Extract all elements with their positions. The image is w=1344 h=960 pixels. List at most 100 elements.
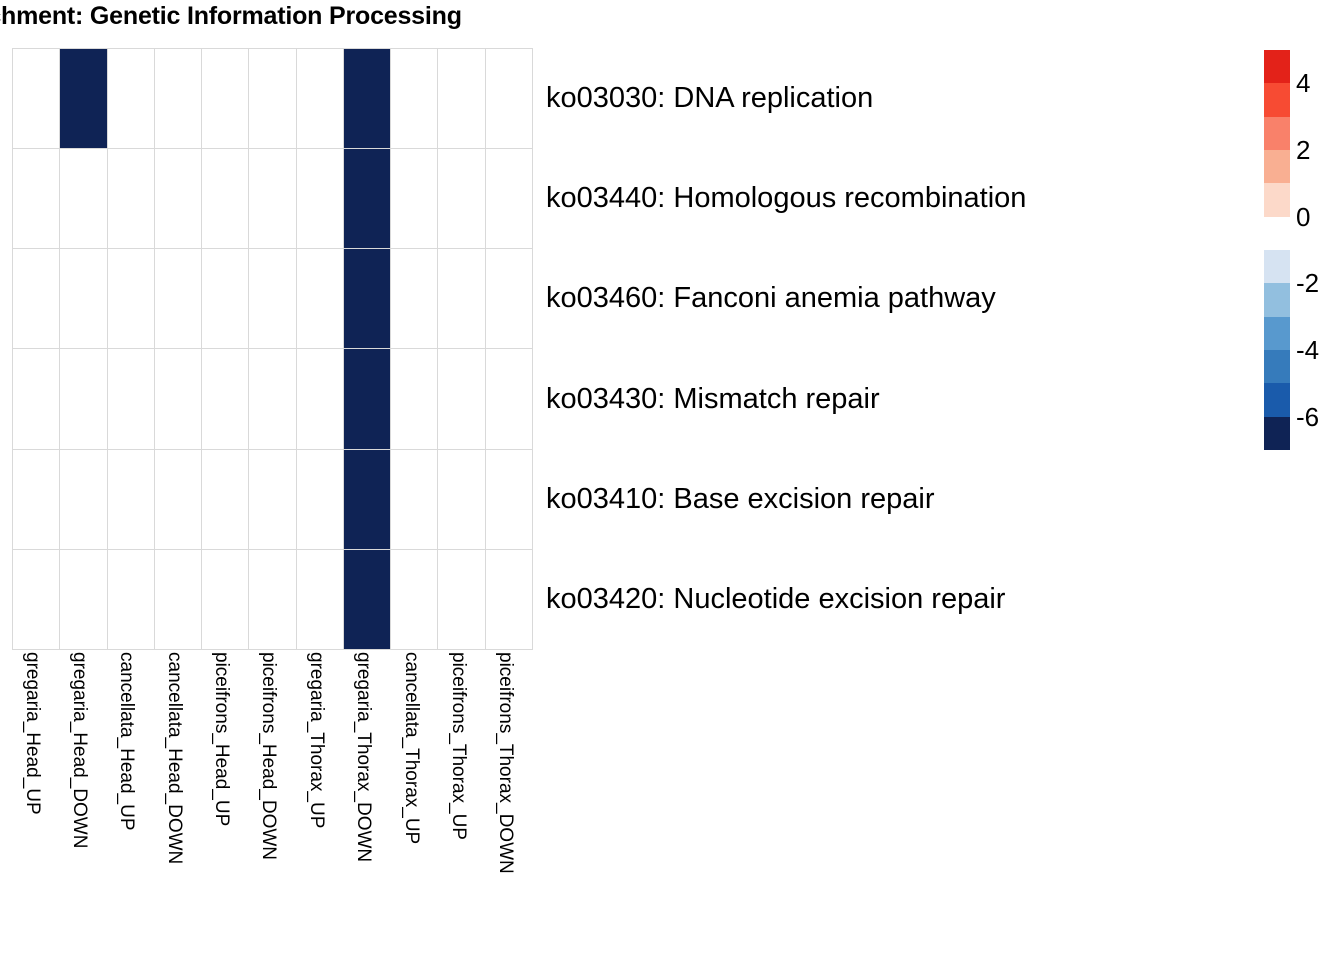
heatmap-row-label: ko03440: Homologous recombination — [546, 181, 1027, 214]
heatmap-cell[interactable] — [107, 349, 154, 449]
heatmap-cell[interactable] — [60, 149, 107, 249]
heatmap-cell[interactable] — [13, 149, 60, 249]
heatmap-column-label-slot: gregaria_Thorax_DOWN — [344, 652, 391, 952]
colorbar-tick-label: -4 — [1296, 335, 1320, 365]
heatmap-cell[interactable] — [60, 249, 107, 349]
heatmap-cell[interactable] — [391, 449, 438, 549]
heatmap-cell[interactable] — [60, 349, 107, 449]
heatmap-column-label: gregaria_Thorax_UP — [305, 652, 327, 829]
heatmap-cell[interactable] — [438, 49, 485, 149]
heatmap-column-label: cancellata_Head_UP — [116, 652, 138, 831]
heatmap-cell[interactable] — [249, 549, 296, 649]
heatmap-row-label: ko03030: DNA replication — [546, 81, 874, 114]
heatmap-cell[interactable] — [249, 349, 296, 449]
heatmap-cell[interactable] — [485, 49, 532, 149]
heatmap-cell[interactable] — [438, 249, 485, 349]
heatmap-cell[interactable] — [249, 149, 296, 249]
heatmap-cell[interactable] — [296, 349, 343, 449]
heatmap-cell[interactable] — [296, 549, 343, 649]
colorbar-band — [1264, 83, 1290, 117]
heatmap-column-label: gregaria_Thorax_DOWN — [353, 652, 375, 863]
heatmap-row-labels: ko03030: DNA replication ko03440: Homolog… — [546, 48, 1246, 650]
heatmap-cell[interactable] — [13, 349, 60, 449]
colorbar-tick-label: 2 — [1296, 135, 1311, 165]
heatmap-cell[interactable] — [107, 149, 154, 249]
heatmap-cell[interactable] — [438, 349, 485, 449]
heatmap-column-label-slot: gregaria_Thorax_UP — [296, 652, 343, 952]
heatmap-cell[interactable] — [154, 249, 202, 349]
heatmap-cell[interactable] — [343, 249, 391, 349]
heatmap-cell[interactable] — [154, 349, 202, 449]
heatmap-cell[interactable] — [202, 449, 249, 549]
heatmap-row-label: ko03420: Nucleotide excision repair — [546, 583, 1006, 616]
heatmap-column-label: cancellata_Head_DOWN — [163, 652, 185, 865]
heatmap-cell[interactable] — [107, 49, 154, 149]
page-title: nrichment: Genetic Information Processin… — [0, 2, 462, 30]
heatmap-cell[interactable] — [296, 249, 343, 349]
colorbar-band — [1264, 383, 1290, 417]
heatmap-cell[interactable] — [154, 449, 202, 549]
heatmap-cell[interactable] — [13, 49, 60, 149]
heatmap-cell[interactable] — [485, 249, 532, 349]
heatmap-column-label-slot: piceifrons_Head_DOWN — [249, 652, 296, 952]
heatmap-cell[interactable] — [107, 449, 154, 549]
heatmap-cell[interactable] — [296, 149, 343, 249]
heatmap-cell[interactable] — [107, 249, 154, 349]
heatmap-column-label: piceifrons_Thorax_UP — [447, 652, 469, 840]
heatmap-cell[interactable] — [154, 549, 202, 649]
heatmap-cell[interactable] — [438, 549, 485, 649]
heatmap-cell[interactable] — [202, 349, 249, 449]
heatmap-cell[interactable] — [343, 449, 391, 549]
heatmap-cell[interactable] — [485, 549, 532, 649]
heatmap-cell[interactable] — [154, 49, 202, 149]
heatmap-column-label-slot: gregaria_Head_DOWN — [59, 652, 106, 952]
heatmap-cell[interactable] — [60, 549, 107, 649]
colorbar-band — [1264, 149, 1290, 184]
heatmap-cell[interactable] — [296, 49, 343, 149]
heatmap-cell[interactable] — [391, 549, 438, 649]
heatmap-cell[interactable] — [154, 149, 202, 249]
heatmap-cell[interactable] — [13, 549, 60, 649]
colorbar-tick-label: -6 — [1296, 401, 1320, 432]
heatmap-column-label-slot: cancellata_Head_DOWN — [154, 652, 201, 952]
heatmap-cell[interactable] — [249, 249, 296, 349]
heatmap-cell[interactable] — [249, 49, 296, 149]
colorbar-band — [1264, 116, 1290, 150]
heatmap-cell[interactable] — [485, 449, 532, 549]
heatmap-cell[interactable] — [343, 149, 391, 249]
heatmap-cell[interactable] — [438, 149, 485, 249]
heatmap-cell[interactable] — [391, 249, 438, 349]
heatmap-cell[interactable] — [107, 549, 154, 649]
colorbar-band — [1264, 416, 1290, 450]
heatmap-cell[interactable] — [391, 149, 438, 249]
heatmap-row-label: ko03460: Fanconi anemia pathway — [546, 282, 996, 315]
heatmap-cell[interactable] — [485, 149, 532, 249]
heatmap-cell[interactable] — [438, 449, 485, 549]
heatmap-cell[interactable] — [391, 49, 438, 149]
heatmap-cell[interactable] — [60, 49, 107, 149]
heatmap-cell[interactable] — [391, 349, 438, 449]
heatmap-cell[interactable] — [343, 349, 391, 449]
heatmap-cell[interactable] — [202, 249, 249, 349]
heatmap-column-label-slot: piceifrons_Head_UP — [201, 652, 248, 952]
heatmap-cell[interactable] — [202, 549, 249, 649]
heatmap-column-label-slot: piceifrons_Thorax_UP — [438, 652, 485, 952]
heatmap-cell[interactable] — [202, 49, 249, 149]
colorbar-band — [1264, 283, 1290, 317]
heatmap-cell[interactable] — [60, 449, 107, 549]
heatmap-cell[interactable] — [13, 449, 60, 549]
colorbar-band — [1264, 183, 1290, 217]
heatmap-cell[interactable] — [202, 149, 249, 249]
heatmap-cell[interactable] — [343, 49, 391, 149]
colorbar-band — [1264, 349, 1290, 384]
heatmap-cell[interactable] — [249, 449, 296, 549]
heatmap-cell[interactable] — [296, 449, 343, 549]
heatmap-cell[interactable] — [343, 549, 391, 649]
colorbar-tick-label: -2 — [1296, 268, 1320, 299]
heatmap-cell[interactable] — [485, 349, 532, 449]
heatmap-column-label-slot: piceifrons_Thorax_DOWN — [486, 652, 533, 952]
heatmap-column-label: piceifrons_Head_UP — [211, 652, 233, 827]
heatmap-column-label: gregaria_Head_UP — [21, 652, 43, 815]
heatmap-column-labels: gregaria_Head_UP gregaria_Head_DOWN cancel… — [12, 652, 533, 952]
heatmap-cell[interactable] — [13, 249, 60, 349]
